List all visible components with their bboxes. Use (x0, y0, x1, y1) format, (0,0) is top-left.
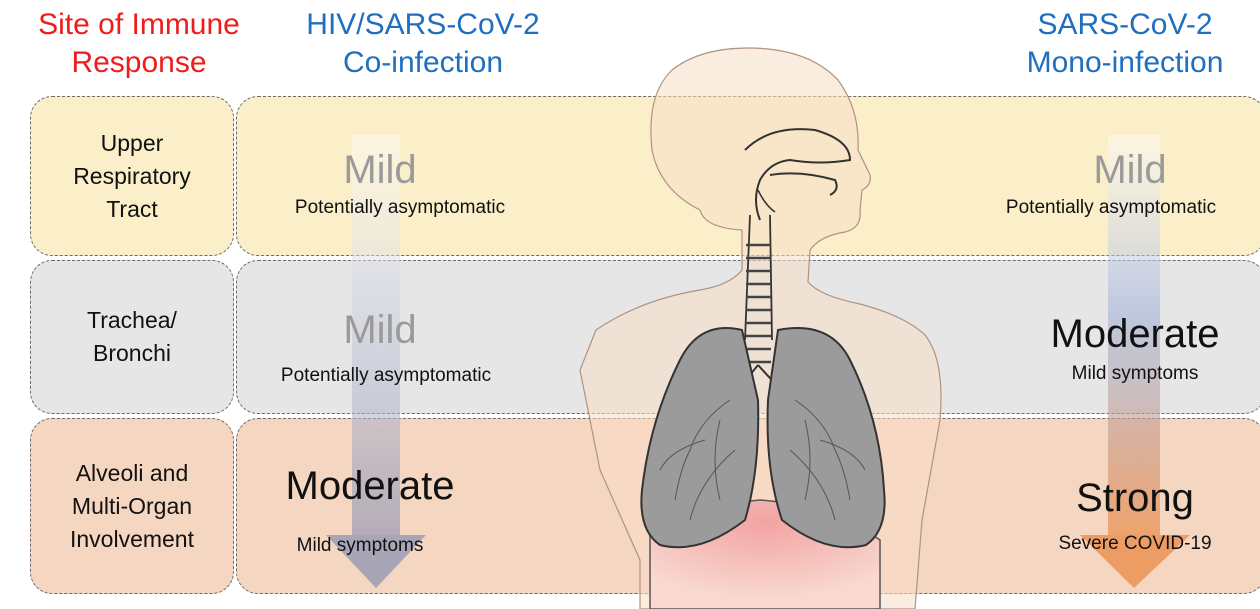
site-upper-line-3: Tract (73, 193, 191, 226)
mono-level-alveoli: Strong (1040, 476, 1230, 520)
site-label-trachea: Trachea/ Bronchi (30, 260, 234, 414)
site-alveoli-line-2: Multi-Organ (70, 490, 194, 523)
mono-desc-alveoli: Severe COVID-19 (1030, 532, 1240, 556)
mono-desc-trachea: Mild symptoms (1035, 362, 1235, 386)
coinfection-desc-trachea: Potentially asymptomatic (236, 364, 536, 388)
site-upper-line-1: Upper (73, 127, 191, 160)
site-label-upper-respiratory: Upper Respiratory Tract (30, 96, 234, 256)
coinfection-desc-upper: Potentially asymptomatic (250, 196, 550, 220)
mono-level-trachea: Moderate (1020, 312, 1250, 356)
site-upper-line-2: Respiratory (73, 160, 191, 193)
site-label-alveoli: Alveoli and Multi-Organ Involvement (30, 418, 234, 594)
coinfection-level-upper: Mild (300, 148, 460, 192)
site-alveoli-line-1: Alveoli and (70, 457, 194, 490)
coinfection-desc-alveoli: Mild symptoms (260, 534, 460, 558)
site-trachea-line-1: Trachea/ (87, 304, 177, 337)
mono-level-upper: Mild (1050, 148, 1210, 192)
coinfection-level-trachea: Mild (300, 308, 460, 352)
mono-desc-upper: Potentially asymptomatic (966, 196, 1256, 220)
site-alveoli-line-3: Involvement (70, 523, 194, 556)
coinfection-level-alveoli: Moderate (250, 464, 490, 508)
site-trachea-line-2: Bronchi (87, 337, 177, 370)
